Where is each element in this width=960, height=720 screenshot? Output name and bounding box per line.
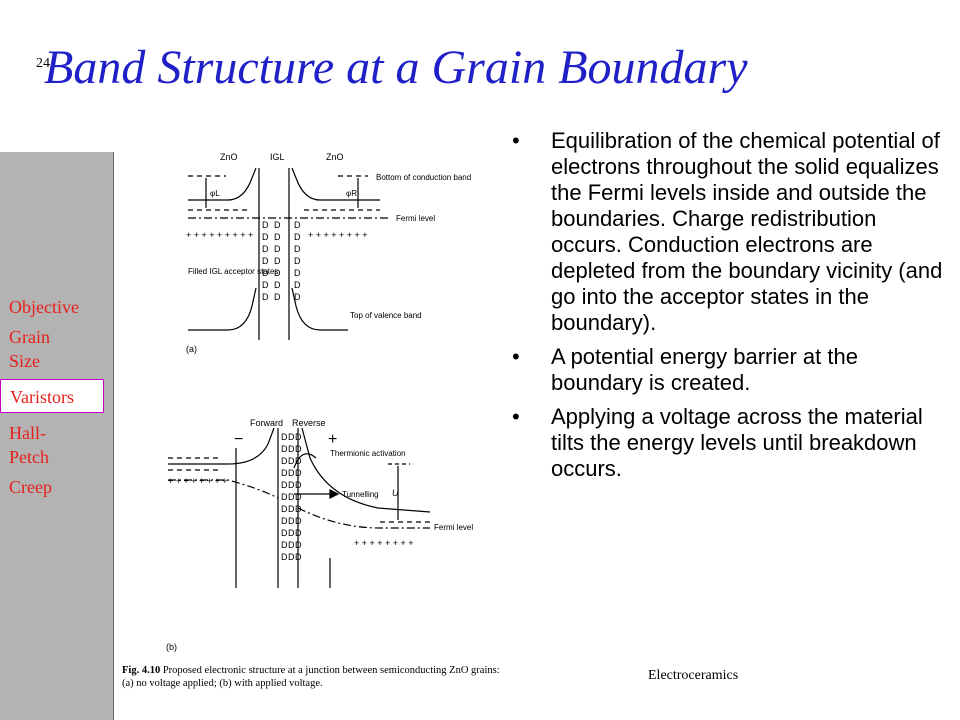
band-diagram-figure: ZnO IGL ZnO φL φR + + + + + + + + + + + … [166, 152, 473, 652]
label-panel-b: (b) [166, 642, 177, 652]
donor-charges-b-right: + + + + + + + + [354, 538, 414, 548]
bullet-text: Applying a voltage across the material t… [551, 404, 923, 481]
donor-charges-right: + + + + + + + + [308, 230, 368, 240]
sidebar [0, 152, 114, 720]
bullet-text: A potential energy barrier at the bounda… [551, 344, 858, 395]
bullet-list: • Equilibration of the chemical potential… [508, 128, 944, 490]
label-minus: − [234, 431, 243, 448]
label-igl: IGL [270, 152, 285, 162]
label-barrier-u: U [392, 488, 399, 498]
label-panel-a: (a) [186, 344, 197, 354]
bullet-item: • Equilibration of the chemical potential… [508, 128, 944, 336]
valence-band-curve-left [188, 287, 257, 331]
slide-number: 24 [36, 56, 50, 71]
label-forward: Forward [250, 418, 283, 428]
label-fermi-b: Fermi level [434, 523, 473, 532]
nav-item-creep[interactable]: Creep [9, 477, 52, 497]
label-phi-l: φL [210, 189, 220, 198]
figure-caption: Fig. 4.10 Proposed electronic structure … [122, 664, 502, 690]
panel-a: ZnO IGL ZnO φL φR + + + + + + + + + + + … [186, 152, 471, 354]
label-thermionic: Thermionic activation [330, 449, 406, 458]
nav-item-hall-petch[interactable]: Hall-Petch [9, 423, 49, 467]
sidebar-nav: Objective Grain Size Varistors Hall-Petc… [0, 295, 113, 499]
conduction-band-curve-right [291, 167, 380, 201]
bullet-item: • A potential energy barrier at the bound… [508, 344, 944, 396]
nav-item-objective[interactable]: Objective [9, 297, 79, 317]
label-acceptor-states: Filled IGL acceptor states [188, 267, 278, 276]
label-thermionic-line: Thermionic activation [330, 449, 406, 458]
figure-caption-label: Fig. 4.10 [122, 665, 161, 676]
donor-charges-b-left: + + + + + + + + [168, 476, 228, 486]
label-fermi-a: Fermi level [396, 214, 435, 223]
label-conduction-band: Bottom of conduction band [376, 173, 471, 182]
tunnelling-arrowhead [329, 489, 340, 499]
label-plus: + [328, 431, 337, 448]
bullet-dot: • [512, 128, 520, 153]
nav-item-grain-size[interactable]: Grain Size [9, 327, 50, 371]
bullet-text: Equilibration of the chemical potential … [551, 128, 943, 335]
label-zno-right: ZnO [326, 152, 344, 162]
panel-b: Forward Reverse − + Thermionic activatio… [166, 418, 473, 652]
label-reverse: Reverse [292, 418, 326, 428]
label-phi-r: φR [346, 189, 357, 198]
thermionic-arrow [293, 453, 317, 469]
label-tunnelling: Tunnelling [342, 490, 379, 499]
donor-charges-left: + + + + + + + + + [186, 230, 253, 240]
label-conduction-band-line: Bottom of conduction band [376, 173, 471, 182]
nav-item-varistors[interactable]: Varistors [0, 379, 104, 413]
fermi-level-b-right [297, 507, 430, 529]
slide-title: Band Structure at a Grain Boundary [44, 41, 748, 94]
conduction-band-b-right [301, 427, 431, 513]
footer-label: Electroceramics [648, 668, 739, 683]
conduction-band-curve-left [188, 167, 257, 201]
bullet-item: • Applying a voltage across the material … [508, 404, 944, 482]
fermi-level-b [168, 479, 279, 499]
label-valence-band: Top of valence band [350, 311, 422, 320]
conduction-band-b [168, 427, 275, 465]
bullet-dot: • [512, 344, 520, 369]
label-zno-left: ZnO [220, 152, 238, 162]
figure-caption-text: Proposed electronic structure at a junct… [122, 665, 500, 689]
valence-band-curve-right [291, 287, 348, 331]
bullet-dot: • [512, 404, 520, 429]
